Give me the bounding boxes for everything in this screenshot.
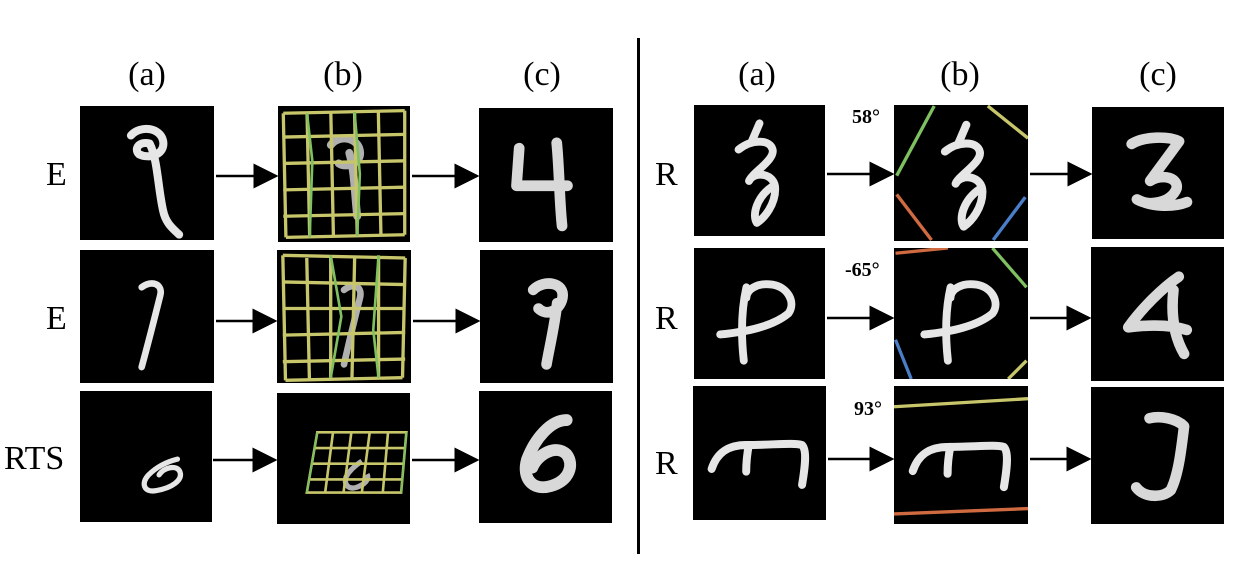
left-row1-output-image [479, 108, 613, 242]
right-row-label-3: R [655, 445, 678, 482]
left-row-label-3: RTS [4, 440, 65, 477]
left-column-label-b: (b) [323, 56, 363, 93]
left-row3-warp-grid-image [277, 393, 410, 524]
right-row2-rotated-image [894, 248, 1028, 379]
right-row1-input-image [694, 105, 825, 236]
right-column-label-b: (b) [940, 56, 980, 93]
angle-label-3: 93° [854, 398, 882, 420]
right-row1-rotated-image [894, 105, 1028, 241]
left-row2-warp-grid-image [277, 250, 411, 383]
right-column-label-a: (a) [738, 56, 776, 93]
left-row1-input-image [80, 106, 214, 240]
right-row1-output-image [1092, 107, 1224, 239]
right-row3-input-image [693, 386, 826, 520]
right-row3-output-image [1091, 387, 1224, 524]
left-row-label-2: E [46, 300, 67, 337]
left-column-label-c: (c) [523, 56, 561, 93]
left-row2-input-image [80, 250, 214, 383]
angle-label-1: 58° [852, 106, 880, 128]
left-row1-warp-grid-image [278, 106, 410, 242]
panel-divider [637, 38, 640, 554]
right-column-label-c: (c) [1139, 56, 1177, 93]
right-row-label-2: R [655, 300, 678, 337]
angle-label-2: -65° [845, 259, 880, 281]
right-row3-rotated-image [894, 386, 1028, 524]
right-row-label-1: R [655, 156, 678, 193]
left-row-label-1: E [46, 156, 67, 193]
left-row3-output-image [479, 391, 612, 523]
left-column-label-a: (a) [128, 56, 166, 93]
left-row2-output-image [480, 250, 613, 383]
left-row3-input-image [80, 391, 212, 522]
right-row2-output-image [1091, 247, 1224, 381]
right-row2-input-image [694, 248, 825, 379]
